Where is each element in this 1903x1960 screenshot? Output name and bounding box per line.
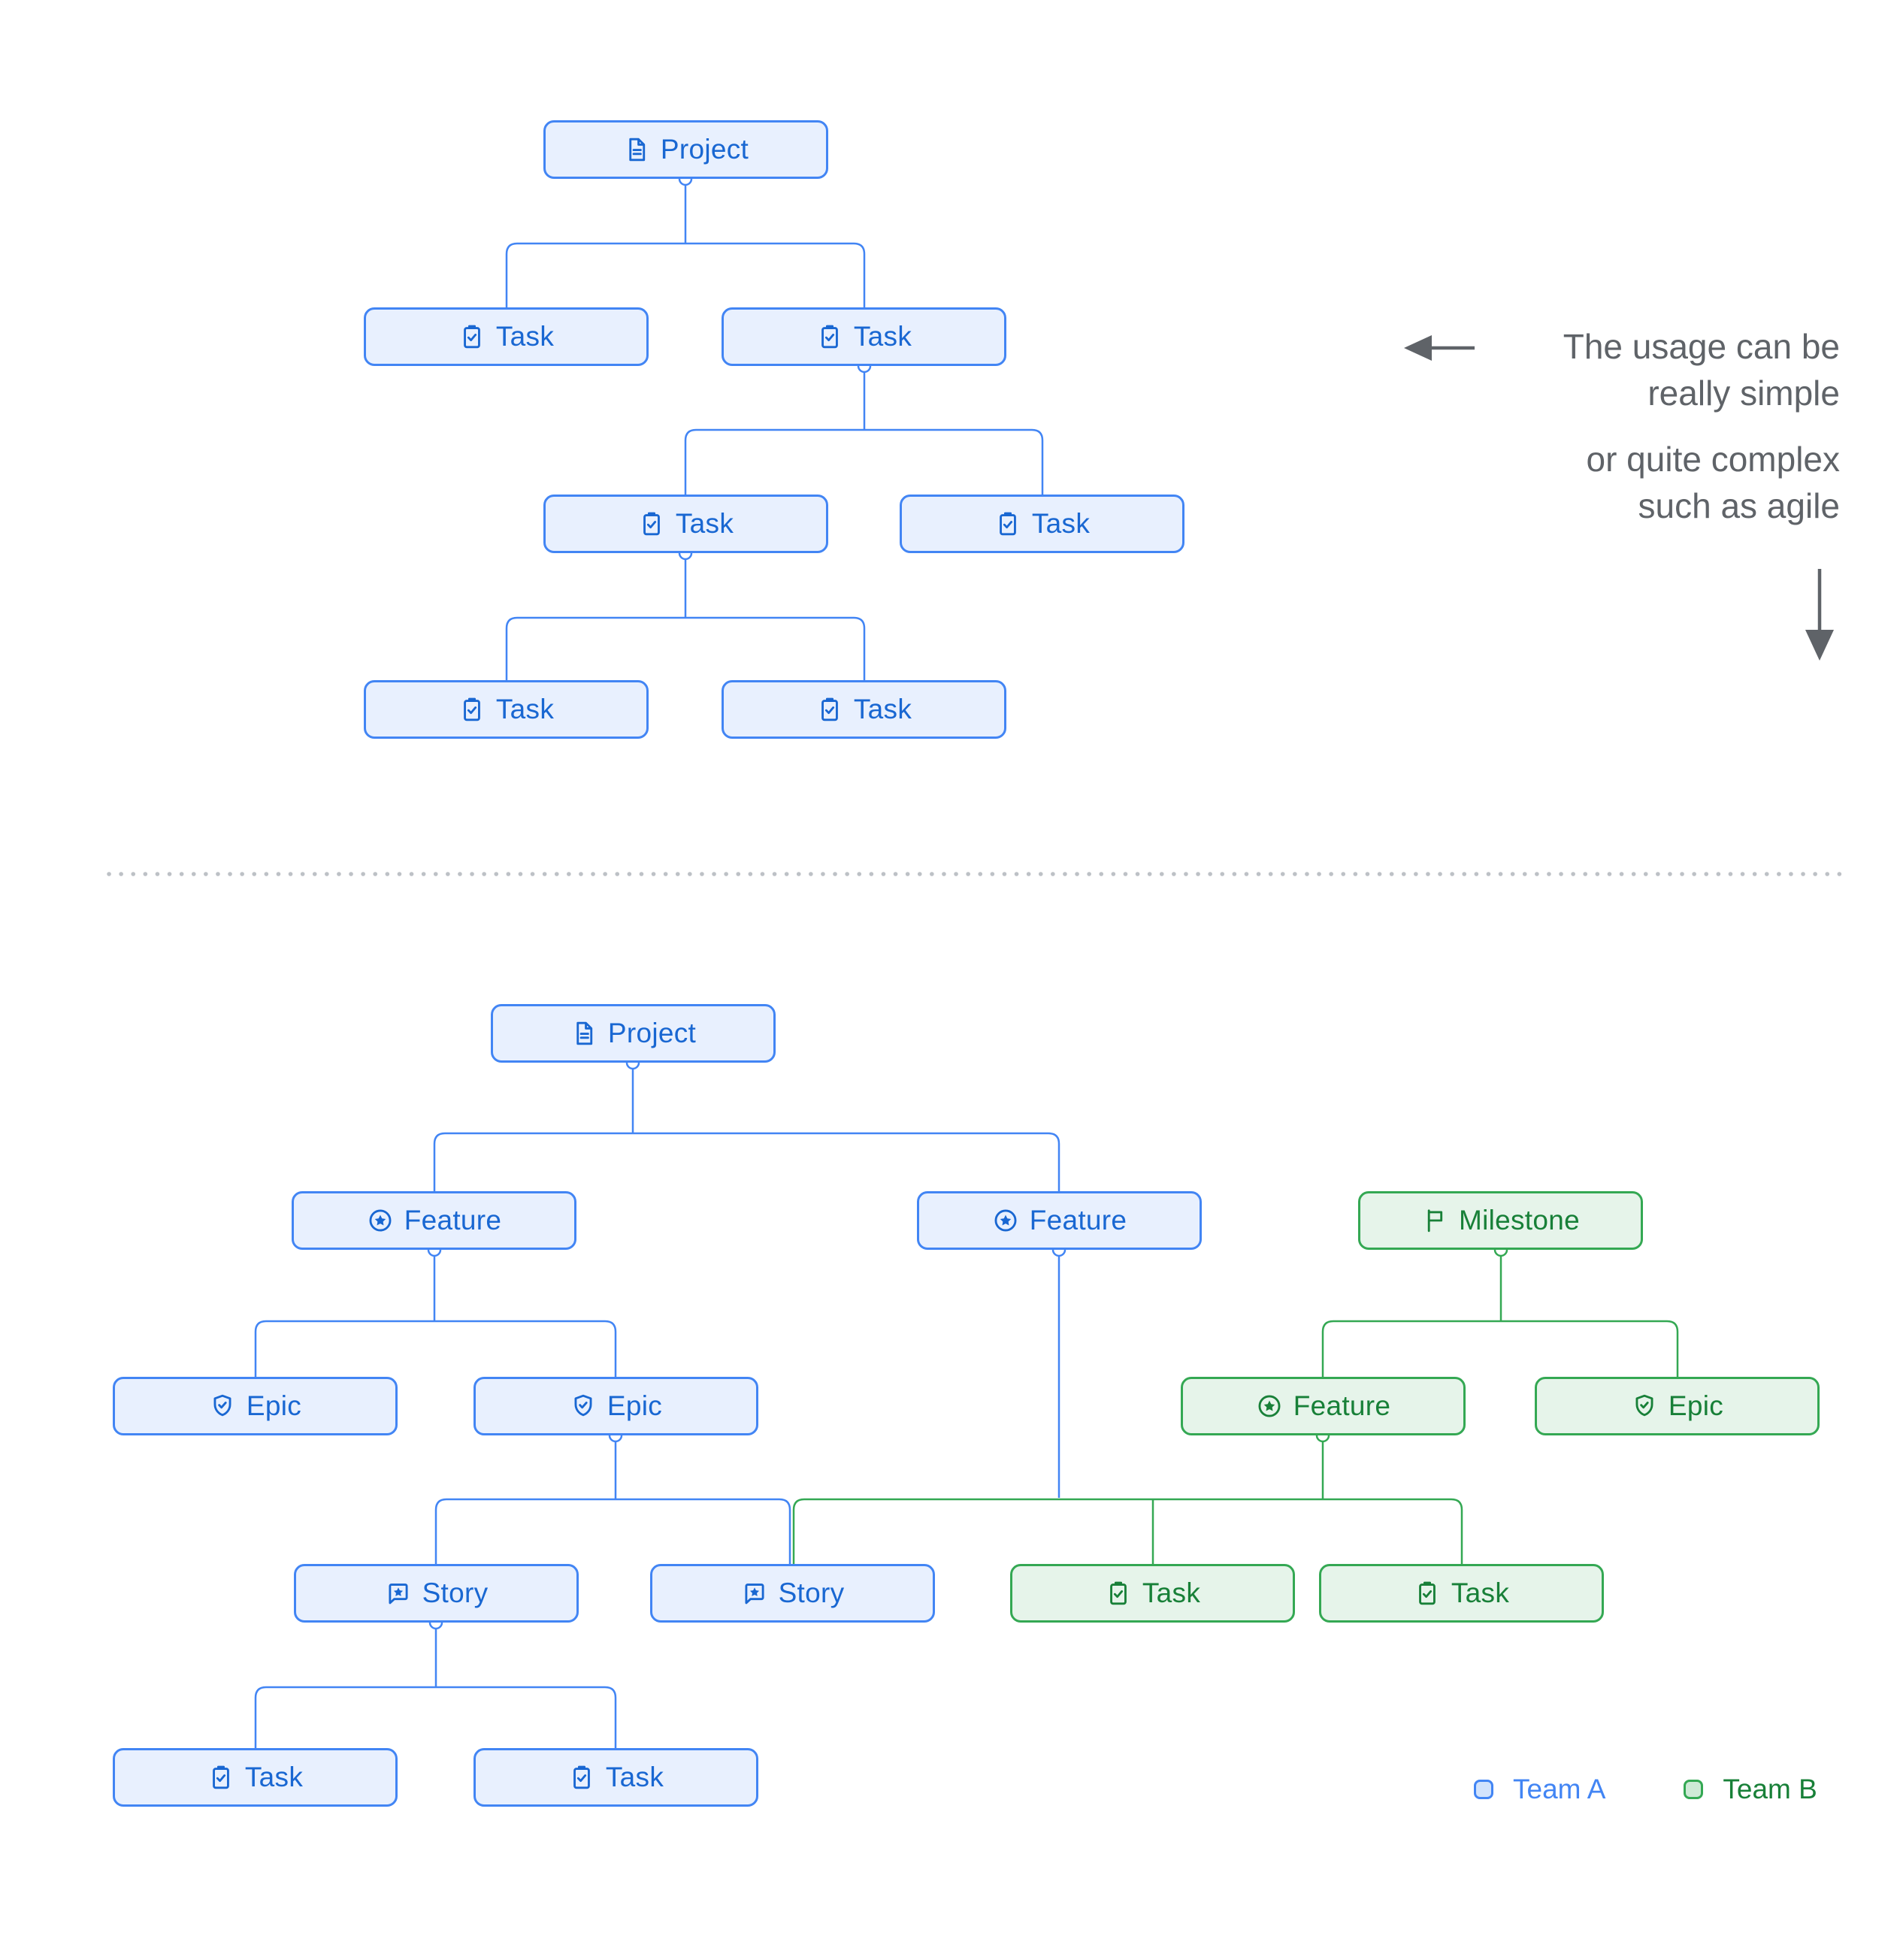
left-arrow [1404, 335, 1475, 361]
node-feature[interactable]: Feature [1181, 1377, 1466, 1435]
task-icon [816, 323, 843, 350]
node-milestone[interactable]: Milestone [1358, 1191, 1643, 1250]
document-icon [623, 136, 650, 163]
legend-item-team-b: Team B [1684, 1774, 1817, 1805]
node-label: Epic [1668, 1390, 1724, 1421]
node-feature[interactable]: Feature [292, 1191, 576, 1250]
node-task[interactable]: Task [543, 495, 828, 553]
team-b-label: Team B [1723, 1774, 1817, 1804]
node-task[interactable]: Task [364, 307, 649, 366]
node-epic[interactable]: Epic [473, 1377, 758, 1435]
node-label: Story [778, 1577, 845, 1608]
node-task[interactable]: Task [722, 680, 1006, 739]
task-icon [1414, 1580, 1441, 1607]
node-task[interactable]: Task [473, 1748, 758, 1807]
node-label: Task [853, 694, 912, 724]
task-icon [207, 1764, 234, 1791]
node-label: Task [495, 321, 555, 352]
node-label: Task [605, 1762, 664, 1792]
task-icon [568, 1764, 595, 1791]
annotation-text: The usage can be really simple or quite … [1563, 323, 1840, 529]
team-a-label: Team A [1513, 1774, 1606, 1804]
node-label: Feature [1293, 1390, 1391, 1421]
node-label: Epic [607, 1390, 663, 1421]
node-label: Task [495, 694, 555, 724]
node-epic[interactable]: Epic [1535, 1377, 1820, 1435]
task-icon [816, 696, 843, 723]
node-label: Project [660, 134, 749, 165]
team-a-swatch [1474, 1780, 1493, 1799]
node-label: Task [244, 1762, 304, 1792]
node-label: Task [1031, 508, 1091, 539]
epic-icon [570, 1393, 597, 1420]
node-label: Epic [246, 1390, 302, 1421]
milestone-icon [1421, 1207, 1448, 1234]
node-label: Task [675, 508, 734, 539]
node-task[interactable]: Task [722, 307, 1006, 366]
node-label: Feature [1029, 1205, 1127, 1236]
feature-icon [367, 1207, 394, 1234]
epic-icon [1631, 1393, 1658, 1420]
task-icon [994, 510, 1021, 537]
task-icon [458, 696, 486, 723]
feature-icon [1256, 1393, 1283, 1420]
node-label: Project [607, 1018, 697, 1048]
node-label: Story [422, 1577, 489, 1608]
epic-icon [209, 1393, 236, 1420]
node-project[interactable]: Project [543, 120, 828, 179]
document-icon [570, 1020, 598, 1047]
node-task[interactable]: Task [364, 680, 649, 739]
task-icon [638, 510, 665, 537]
node-label: Milestone [1458, 1205, 1581, 1236]
node-story[interactable]: Story [650, 1564, 935, 1623]
annotation-line: really simple [1647, 374, 1840, 413]
story-icon [741, 1580, 768, 1607]
down-arrow [1805, 569, 1834, 661]
task-icon [1105, 1580, 1132, 1607]
node-feature[interactable]: Feature [917, 1191, 1202, 1250]
node-task[interactable]: Task [900, 495, 1184, 553]
feature-icon [992, 1207, 1019, 1234]
annotation-line: The usage can be [1563, 327, 1840, 366]
node-epic[interactable]: Epic [113, 1377, 398, 1435]
node-task[interactable]: Task [1010, 1564, 1295, 1623]
node-task[interactable]: Task [1319, 1564, 1604, 1623]
node-story[interactable]: Story [294, 1564, 579, 1623]
node-task[interactable]: Task [113, 1748, 398, 1807]
annotation-line: or quite complex [1586, 440, 1841, 479]
task-icon [458, 323, 486, 350]
story-icon [385, 1580, 412, 1607]
legend: Team A Team B [1474, 1774, 1817, 1805]
team-b-swatch [1684, 1780, 1704, 1799]
node-label: Task [1451, 1577, 1510, 1608]
node-label: Task [1142, 1577, 1201, 1608]
legend-item-team-a: Team A [1474, 1774, 1605, 1805]
annotation-line: such as agile [1638, 486, 1841, 525]
node-project[interactable]: Project [491, 1004, 776, 1063]
node-label: Task [853, 321, 912, 352]
node-label: Feature [404, 1205, 502, 1236]
